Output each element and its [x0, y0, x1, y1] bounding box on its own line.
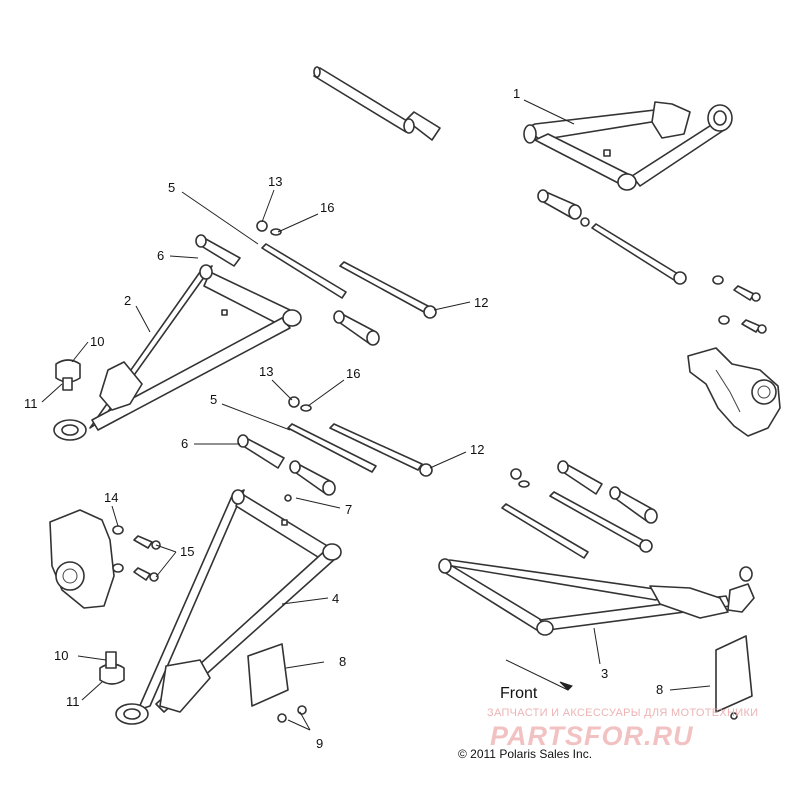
callout-10-upper: 10 — [90, 334, 104, 349]
callout-13-upper: 13 — [268, 174, 282, 189]
copyright-text: © 2011 Polaris Sales Inc. — [458, 747, 592, 761]
callout-5-lower: 5 — [210, 392, 217, 407]
part-16-washer-lower — [300, 404, 312, 412]
callout-13-lower: 13 — [259, 364, 273, 379]
callout-8-right: 8 — [656, 682, 663, 697]
bushing-right-upper — [537, 189, 590, 227]
bushing-middle-lower — [289, 460, 336, 496]
part-2-upper-a-arm-left — [53, 264, 302, 441]
steering-knuckle-left — [49, 509, 115, 609]
callout-12-upper: 12 — [474, 295, 488, 310]
part-16-washer-upper — [270, 228, 282, 236]
callout-6-upper: 6 — [157, 248, 164, 263]
callout-6-lower: 6 — [181, 436, 188, 451]
callout-4: 4 — [332, 591, 339, 606]
pivot-bolt-top — [313, 66, 441, 141]
part-10-ball-joint-upper — [55, 359, 81, 391]
callout-15: 15 — [180, 544, 194, 559]
part-10-ball-joint-lower — [99, 651, 125, 685]
callouts: 1 2 3 4 5 5 6 6 7 8 8 9 10 10 11 11 12 1… — [24, 86, 663, 751]
part-7-grease-fitting — [284, 494, 292, 502]
long-bolt-right-upper — [591, 223, 687, 285]
part-9-screws — [277, 705, 307, 723]
watermark-tagline: ЗАПЧАСТИ И АКСЕССУАРЫ ДЛЯ МОТОТЕХНИКИ — [487, 707, 758, 719]
part-5-pin-lower — [287, 423, 377, 473]
callout-16-upper: 16 — [320, 200, 334, 215]
bushing-middle-upper — [333, 310, 380, 346]
part-6-bushing-lower — [237, 434, 285, 469]
part-3-lower-a-arm-right — [438, 558, 755, 636]
callout-2: 2 — [124, 293, 131, 308]
part-12-bolt-lower — [329, 423, 433, 477]
part-13-nut-upper — [256, 220, 268, 232]
part-6-bushing-upper — [195, 234, 241, 267]
front-direction-label: Front — [500, 685, 538, 702]
callout-8-left: 8 — [339, 654, 346, 669]
small-bolts-right — [712, 275, 767, 334]
leader-lines — [41, 99, 711, 731]
callout-3: 3 — [601, 666, 608, 681]
part-8-skid-plate-left — [247, 643, 289, 707]
callout-10-lower: 10 — [54, 648, 68, 663]
callout-7: 7 — [345, 502, 352, 517]
callout-1: 1 — [513, 86, 520, 101]
watermark-brand: PARTSFOR.RU — [490, 721, 694, 751]
watermark-logo: ЗАПЧАСТИ И АКСЕССУАРЫ ДЛЯ МОТОТЕХНИКИ PA… — [487, 707, 758, 751]
lower-right-hardware — [501, 460, 658, 559]
part-1-upper-a-arm-right — [523, 101, 733, 191]
part-12-bolt-upper — [339, 261, 437, 319]
part-4-lower-a-arm-left — [115, 489, 342, 725]
part-15-bolts — [133, 535, 161, 582]
callout-5-upper: 5 — [168, 180, 175, 195]
callout-11-lower: 11 — [66, 694, 80, 709]
callout-9: 9 — [316, 736, 323, 751]
part-5-pin-upper — [261, 243, 347, 299]
callout-14: 14 — [104, 490, 118, 505]
part-8-skid-plate-right — [715, 635, 753, 720]
callout-16-lower: 16 — [346, 366, 360, 381]
steering-knuckle-right — [687, 347, 781, 437]
callout-12-lower: 12 — [470, 442, 484, 457]
part-14-nut — [112, 525, 124, 573]
callout-11-upper: 11 — [24, 396, 38, 411]
